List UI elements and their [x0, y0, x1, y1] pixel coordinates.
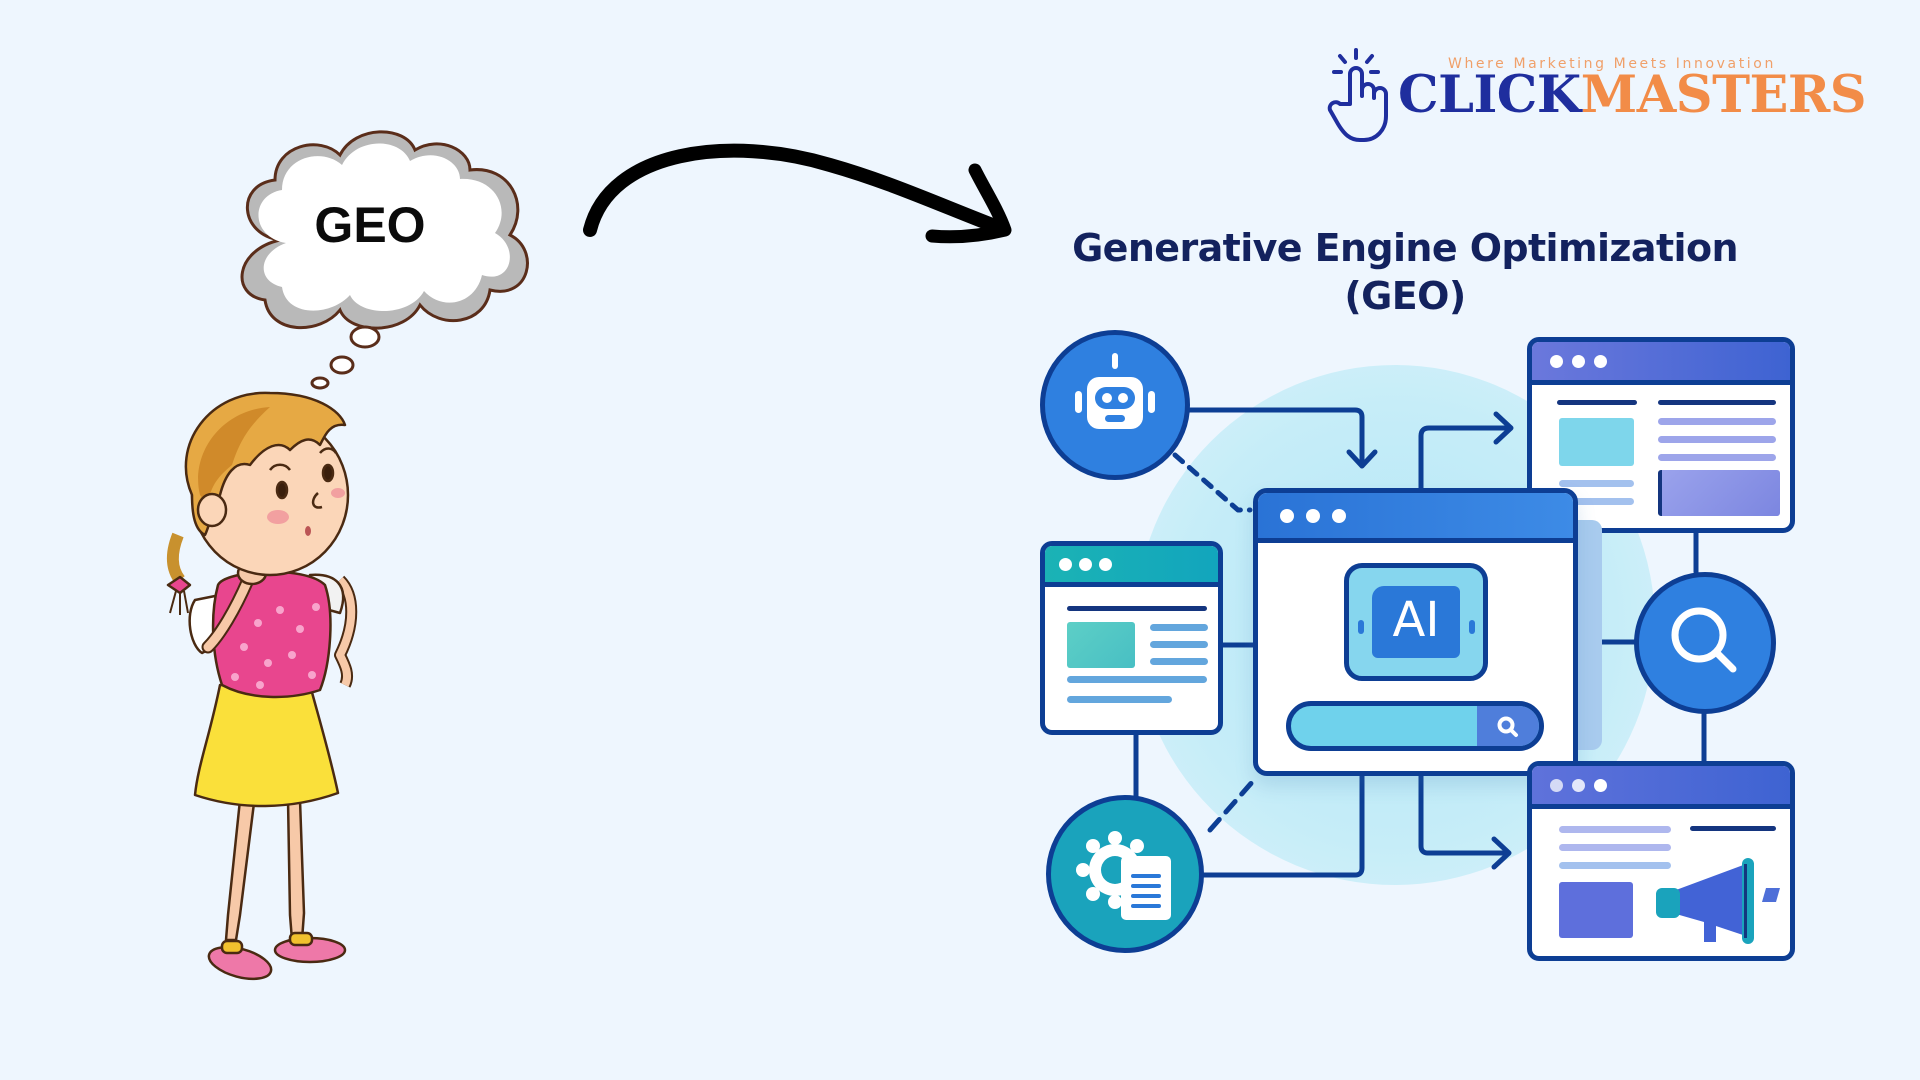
title-line-1: Generative Engine Optimization	[1072, 226, 1738, 270]
center-ai-window: AI	[1253, 488, 1578, 776]
content-line	[1150, 641, 1208, 648]
content-line	[1559, 862, 1671, 869]
gear-document-icon	[1076, 831, 1171, 920]
window-titlebar	[1532, 342, 1790, 385]
title-line-2: (GEO)	[1344, 274, 1466, 318]
content-line	[1067, 676, 1207, 683]
content-line	[1559, 844, 1671, 851]
magnifier-icon	[1497, 716, 1518, 737]
thinking-girl-illustration	[166, 391, 358, 981]
content-line	[1559, 480, 1634, 487]
content-line	[1658, 436, 1776, 443]
magnifier-icon	[1671, 607, 1737, 673]
settings-document-node	[1046, 795, 1204, 953]
window-titlebar	[1258, 493, 1573, 543]
search-button[interactable]	[1477, 706, 1539, 746]
window-dot	[1280, 509, 1294, 523]
content-line	[1067, 606, 1207, 611]
logo-brand-click: CLICK	[1398, 65, 1581, 125]
bottom-right-marketing-window	[1527, 761, 1795, 961]
curved-arrow-icon	[583, 143, 1012, 244]
megaphone-icon	[1656, 858, 1780, 944]
window-dot	[1550, 355, 1563, 368]
top-right-content-window	[1527, 337, 1795, 533]
content-image-block	[1658, 470, 1780, 516]
window-dot	[1079, 558, 1092, 571]
content-image-block	[1559, 418, 1634, 466]
content-line	[1658, 454, 1776, 461]
window-dot	[1306, 509, 1320, 523]
ai-badge-pin-left	[1358, 620, 1364, 634]
window-dot	[1059, 558, 1072, 571]
content-line	[1150, 624, 1208, 631]
window-dot	[1594, 779, 1607, 792]
window-dot	[1572, 355, 1585, 368]
window-dot	[1332, 509, 1346, 523]
ai-search-bar[interactable]	[1286, 701, 1544, 751]
cloud-geo-text: GEO	[314, 197, 426, 253]
logo-brand-masters: MASTERS	[1580, 65, 1867, 125]
left-content-window	[1040, 541, 1223, 735]
content-line	[1067, 696, 1172, 703]
diagram-title: Generative Engine Optimization (GEO)	[1030, 224, 1780, 320]
window-titlebar	[1045, 546, 1218, 587]
window-dot	[1099, 558, 1112, 571]
thought-cloud-icon	[240, 130, 529, 390]
ai-badge: AI	[1344, 563, 1488, 681]
content-line	[1658, 418, 1776, 425]
logo-tagline: Where Marketing Meets Innovation	[1448, 56, 1776, 72]
pointing-hand-click-icon	[1327, 48, 1388, 142]
ai-badge-pin-right	[1469, 620, 1475, 634]
robot-icon	[1075, 353, 1155, 429]
window-dot	[1550, 779, 1563, 792]
content-line	[1557, 400, 1637, 405]
content-line	[1559, 826, 1671, 833]
logo-brand: CLICKMASTERS	[1398, 70, 1867, 121]
content-line	[1658, 400, 1776, 405]
content-line	[1559, 498, 1634, 505]
ai-badge-chip	[1372, 586, 1460, 658]
window-dot	[1572, 779, 1585, 792]
content-image-block	[1559, 882, 1633, 938]
window-titlebar	[1532, 766, 1790, 809]
search-node	[1634, 572, 1776, 714]
ai-badge-text: AI	[1392, 592, 1440, 648]
content-line	[1690, 826, 1776, 831]
content-image-block	[1067, 622, 1135, 668]
window-dot	[1594, 355, 1607, 368]
clickmasters-logo: Where Marketing Meets Innovation CLICKMA…	[1322, 44, 1867, 144]
robot-node	[1040, 330, 1190, 480]
content-line	[1150, 658, 1208, 665]
